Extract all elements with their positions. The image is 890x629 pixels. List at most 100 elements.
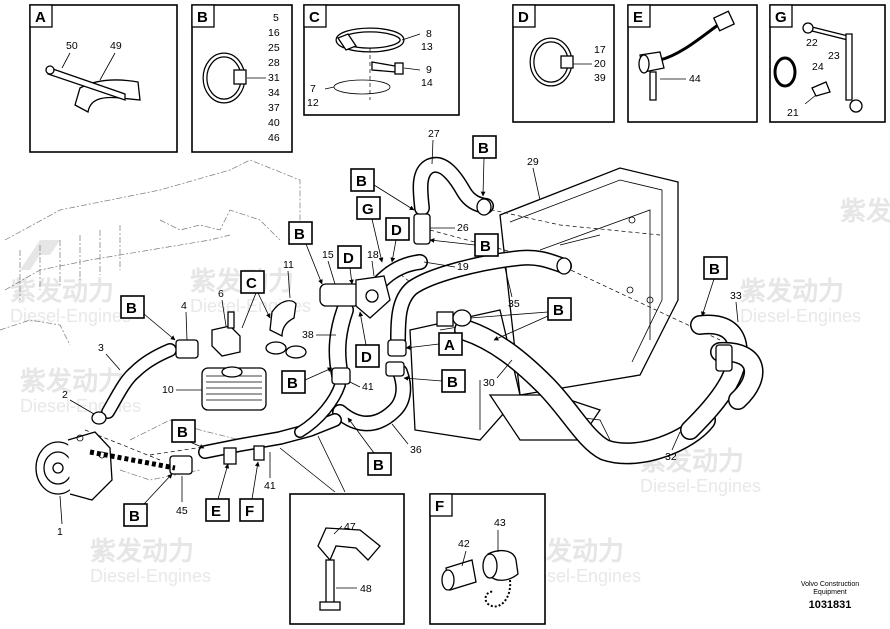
inset-letter: D	[518, 9, 529, 26]
inset-letter: C	[309, 9, 320, 26]
callout-letter: G	[362, 201, 374, 218]
part-number: 18	[367, 249, 379, 261]
footer: Volvo Construction Equipment 1031831	[801, 581, 859, 611]
part-number: 45	[176, 505, 188, 517]
callout-letter: B	[478, 140, 489, 157]
hose-end	[452, 309, 472, 327]
part-number: 32	[665, 451, 677, 463]
hose-end	[476, 198, 492, 216]
fitting	[211, 325, 241, 357]
callout-letter: B	[126, 300, 137, 317]
part-number: 6	[218, 288, 224, 300]
clamp	[413, 213, 431, 245]
part-number: 8	[426, 28, 432, 40]
part-number: 41	[362, 381, 374, 393]
part-number: 43	[494, 517, 506, 529]
oil-cooler	[201, 366, 267, 411]
callout-letter: E	[211, 503, 221, 520]
callout-letter: A	[444, 337, 455, 354]
clamp	[385, 361, 405, 377]
part-number: 15	[322, 249, 334, 261]
watermark-cn: 紫发动力	[20, 366, 124, 397]
callouts: B B B G D B D C B B	[120, 135, 728, 527]
clamp	[715, 344, 733, 372]
part-number: 16	[268, 27, 280, 39]
hoses	[101, 156, 764, 465]
plug-fitting	[253, 445, 265, 461]
part-number: 37	[268, 102, 280, 114]
footer-company: Volvo Construction	[801, 581, 859, 588]
watermark-cn: 紫发动力	[90, 536, 194, 567]
inset-letter: A	[35, 9, 46, 26]
callout-letter: B	[294, 226, 305, 243]
seal-ring	[265, 341, 287, 355]
callout-letter: B	[177, 424, 188, 441]
part-number: 9	[426, 64, 432, 76]
watermark-cn: 紫发动力	[10, 276, 114, 307]
clamp	[169, 455, 193, 475]
part-number: 40	[268, 117, 280, 129]
part-number: 47	[344, 521, 356, 533]
part-labels: 27 29 26 15 18 11 19 35 33 4 6 3 38 2 10…	[57, 128, 742, 538]
part-number: 11	[283, 259, 294, 271]
part-number: 27	[428, 128, 440, 140]
callout-letter: B	[356, 173, 367, 190]
engine-outline	[0, 159, 301, 481]
part-number: 14	[421, 77, 433, 89]
inset-F: F 43 42	[429, 493, 546, 625]
part-number: 17	[594, 44, 606, 56]
part-number: 41	[264, 480, 276, 492]
clamp	[175, 339, 199, 359]
hose-end	[556, 257, 572, 275]
inset-B: B 5 16 25 28 31 34 37 40 46	[191, 4, 293, 153]
sensor-fitting	[223, 447, 237, 465]
part-number: 46	[268, 132, 280, 144]
part-number: 36	[410, 444, 422, 456]
part-number: 30	[483, 377, 495, 389]
inset-bracket: 47 48	[289, 493, 405, 625]
callout-letter: D	[391, 222, 402, 239]
inset-letter: G	[775, 9, 787, 26]
callout-letter: F	[245, 503, 254, 520]
inset-letter: E	[633, 9, 643, 26]
callout-letter: B	[709, 261, 720, 278]
footer-division: Equipment	[813, 589, 847, 596]
clamp	[387, 339, 407, 357]
part-number: 49	[110, 40, 122, 52]
part-number: 42	[458, 538, 470, 550]
callout-letter: B	[480, 238, 491, 255]
part-number: 12	[307, 97, 319, 109]
inset-letter: F	[435, 498, 444, 515]
part-number: 10	[162, 384, 174, 396]
watermark-en: Diesel-Engines	[520, 566, 641, 586]
part-number: 44	[689, 73, 701, 85]
watermark-cn: 紫发动力	[740, 276, 844, 307]
callout-letter: B	[373, 457, 384, 474]
watermark-en: Diesel-Engines	[90, 566, 211, 586]
part-number: 3	[98, 342, 104, 354]
inset-D: D 17 20 39	[512, 4, 615, 123]
part-number: 24	[812, 61, 824, 73]
part-number: 29	[527, 156, 539, 168]
watermark-en: Diesel-Engines	[740, 306, 861, 326]
part-number: 31	[268, 72, 280, 84]
callout-letter: D	[361, 349, 372, 366]
part-number: 39	[594, 72, 606, 84]
hose-connector	[319, 275, 391, 319]
seal-ring	[285, 345, 307, 359]
part-number: 1	[57, 526, 63, 538]
components	[35, 198, 733, 501]
watermark-en: Diesel-Engines	[640, 476, 761, 496]
part-number: 34	[268, 87, 280, 99]
part-number: 35	[508, 298, 520, 310]
part-number: 4	[181, 300, 187, 312]
callout-letter: D	[343, 250, 354, 267]
o-ring	[91, 411, 107, 425]
part-number: 33	[730, 290, 742, 302]
part-number: 28	[268, 57, 280, 69]
part-number: 19	[457, 261, 469, 273]
part-number: 23	[828, 50, 840, 62]
part-number: 50	[66, 40, 78, 52]
callout-letter: C	[246, 275, 257, 292]
